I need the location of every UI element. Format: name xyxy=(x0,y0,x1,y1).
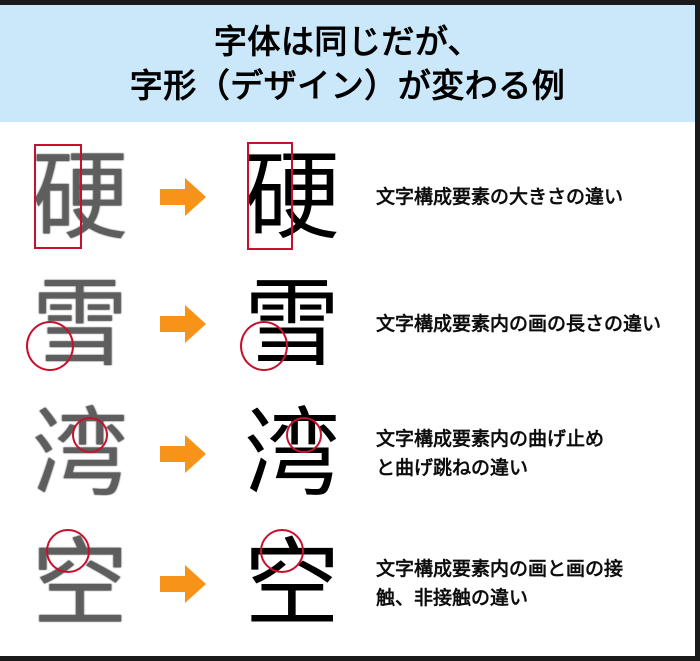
arrow-cell xyxy=(150,177,216,217)
arrow-cell xyxy=(150,564,216,604)
caption-line: 文字構成要素内の画の長さの違い xyxy=(376,313,662,335)
comparison-row: 空 空 文字構成要素内の画と画の接 触、非接触の違い xyxy=(0,520,695,648)
after-glyph: 湾 xyxy=(244,398,340,510)
before-glyph-cell: 雪 xyxy=(10,263,150,385)
before-glyph-cell: 硬 xyxy=(10,136,150,258)
row-caption: 文字構成要素の大きさの違い xyxy=(362,183,695,212)
row-caption: 文字構成要素内の画と画の接 触、非接触の違い xyxy=(362,555,695,613)
caption-line: 触、非接触の違い xyxy=(376,588,529,609)
after-glyph: 雪 xyxy=(244,268,340,380)
title-line-2: 字形（デザイン）が変わる例 xyxy=(129,66,566,104)
right-arrow-icon xyxy=(160,435,206,473)
before-glyph-cell: 湾 xyxy=(10,393,150,515)
caption-line: 文字構成要素内の曲げ止め xyxy=(376,429,605,450)
after-glyph: 空 xyxy=(244,528,340,640)
before-glyph: 硬 xyxy=(32,141,128,253)
right-arrow-icon xyxy=(160,305,206,343)
title-banner: 字体は同じだが、 字形（デザイン）が変わる例 xyxy=(0,5,695,122)
before-glyph: 雪 xyxy=(32,268,128,380)
comparison-row: 雪 雪 文字構成要素内の画の長さの違い xyxy=(0,260,695,388)
title-line-1: 字体は同じだが、 xyxy=(213,22,482,60)
right-arrow-icon xyxy=(160,178,206,216)
caption-line: と曲げ跳ねの違い xyxy=(376,458,529,479)
comparison-row: 湾 湾 文字構成要素内の曲げ止め と曲げ跳ねの違い xyxy=(0,390,695,518)
right-arrow-icon xyxy=(160,565,206,603)
after-glyph-cell: 雪 xyxy=(222,263,362,385)
before-glyph: 湾 xyxy=(32,398,128,510)
caption-line: 文字構成要素内の画と画の接 xyxy=(376,559,624,580)
caption-line: 文字構成要素の大きさの違い xyxy=(376,186,624,208)
after-glyph-cell: 硬 xyxy=(222,136,362,258)
arrow-cell xyxy=(150,304,216,344)
after-glyph-cell: 湾 xyxy=(222,393,362,515)
before-glyph-cell: 空 xyxy=(10,523,150,645)
after-glyph: 硬 xyxy=(244,141,340,253)
comparison-row: 硬 硬 文字構成要素の大きさの違い xyxy=(0,133,695,261)
row-caption: 文字構成要素内の曲げ止め と曲げ跳ねの違い xyxy=(362,425,695,483)
arrow-cell xyxy=(150,434,216,474)
row-caption: 文字構成要素内の画の長さの違い xyxy=(362,310,695,339)
after-glyph-cell: 空 xyxy=(222,523,362,645)
before-glyph: 空 xyxy=(32,528,128,640)
